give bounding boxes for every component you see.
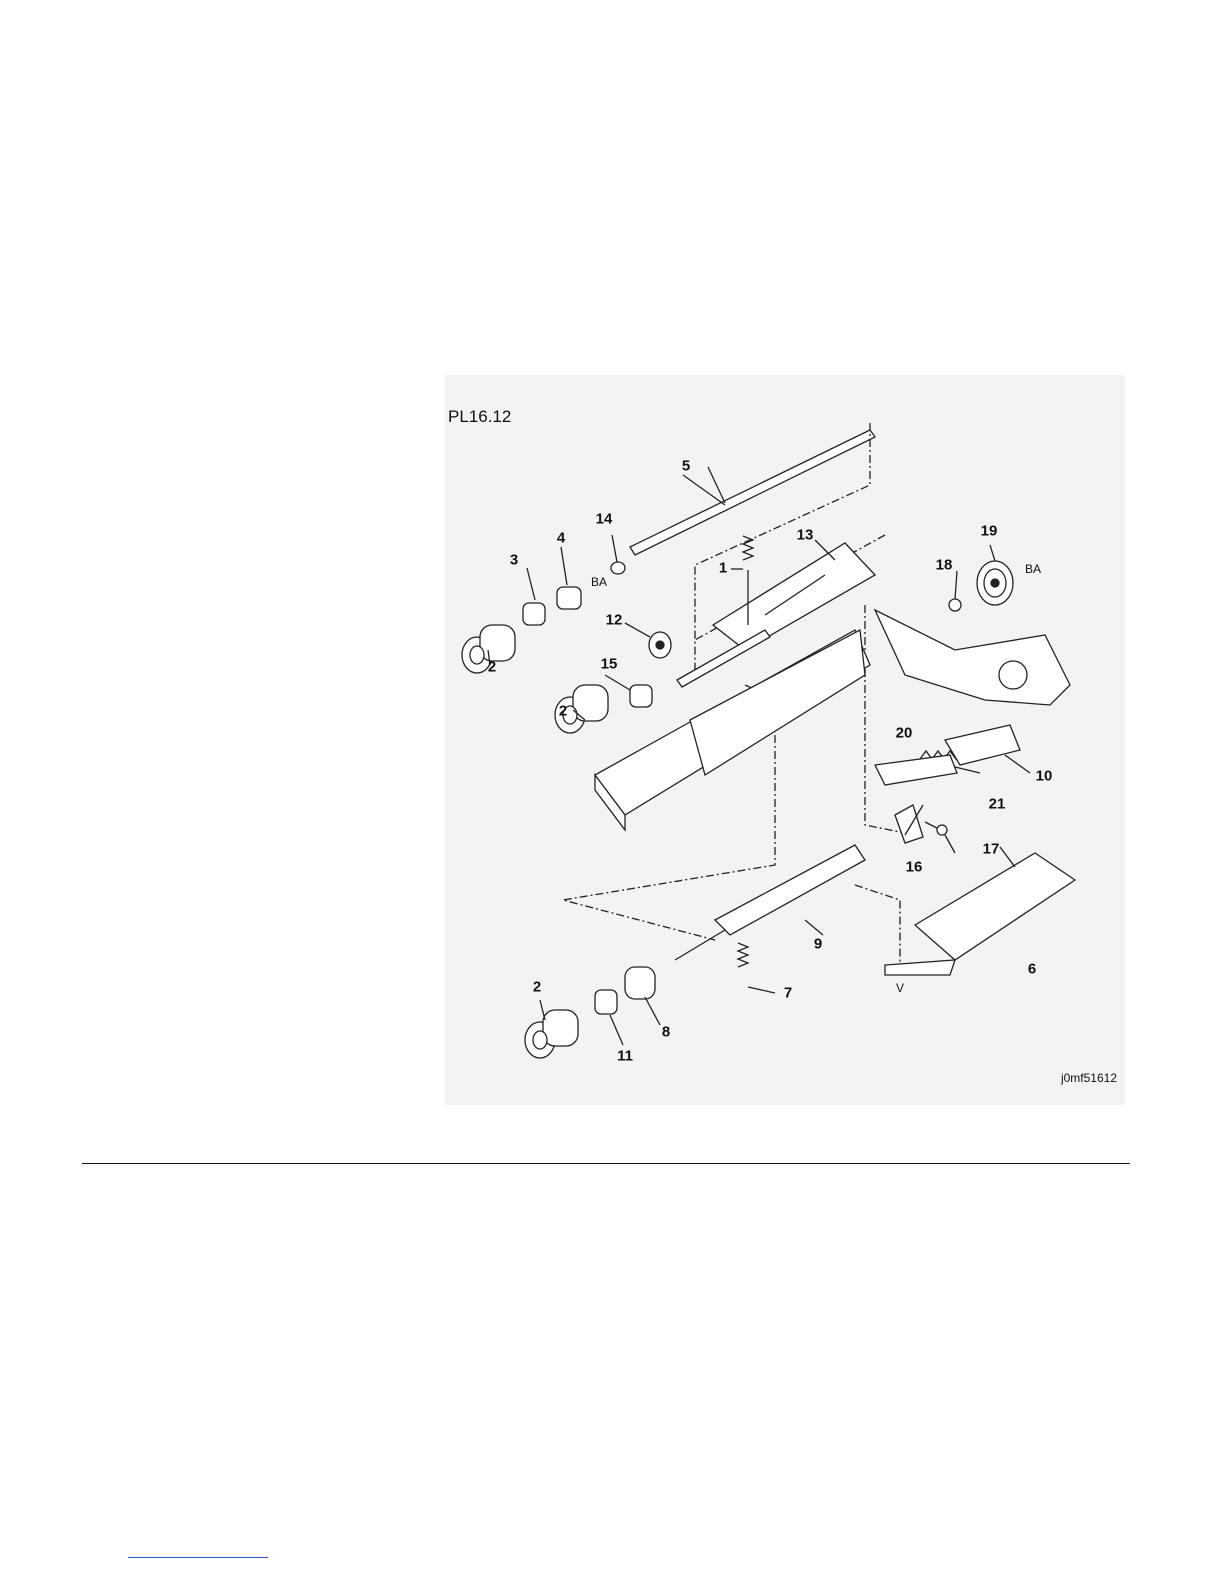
callout-21: 21	[989, 796, 1006, 813]
callout-15: 15	[601, 656, 618, 673]
callout-17: 17	[983, 841, 1000, 858]
callout-1: 1	[719, 560, 727, 577]
section-divider	[82, 1163, 1130, 1164]
plate-label: PL16.12	[448, 407, 511, 427]
screw-part-17	[925, 822, 947, 835]
callout-2-bottom: 2	[533, 979, 541, 996]
callout-4: 4	[557, 530, 565, 547]
footnote-link-underline[interactable]	[128, 1557, 268, 1558]
callout-19: 19	[981, 523, 998, 540]
collar-part-14	[611, 562, 625, 574]
callout-20: 20	[896, 725, 913, 742]
exploded-parts-diagram: PL16.12 5 14 4 3 BA 13 1 18 19 BA 12 2 1…	[445, 375, 1125, 1105]
note-ba-left: BA	[591, 575, 607, 589]
callout-18: 18	[936, 557, 953, 574]
callout-3: 3	[510, 552, 518, 569]
callout-6: 6	[1028, 961, 1036, 978]
side-frame	[875, 610, 1070, 705]
gear-part-19	[977, 561, 1013, 605]
callout-10: 10	[1036, 768, 1053, 785]
shaft-part-5	[630, 430, 875, 555]
block-part-10	[945, 725, 1020, 765]
clutch-part-3	[523, 603, 545, 625]
assembly-part-9	[715, 845, 865, 935]
note-v: V	[896, 981, 904, 995]
spring-part-7	[738, 943, 748, 967]
callout-5: 5	[682, 458, 690, 475]
nut-part-18	[949, 599, 961, 611]
roller-shaft	[677, 630, 770, 687]
bushing-part-4	[557, 587, 581, 609]
callout-7: 7	[784, 985, 792, 1002]
callout-2-mid: 2	[559, 703, 567, 720]
cover-part-6	[915, 853, 1075, 960]
bearing-part-2-bottom	[525, 1010, 578, 1058]
callout-9: 9	[814, 936, 822, 953]
callout-13: 13	[797, 527, 814, 544]
gear-part-12	[649, 632, 671, 658]
callout-14: 14	[596, 511, 613, 528]
callout-11: 11	[617, 1048, 633, 1065]
callout-8: 8	[662, 1024, 670, 1041]
callout-16: 16	[906, 859, 923, 876]
note-ba-right: BA	[1025, 562, 1041, 576]
bushing-part-8	[625, 967, 655, 999]
callout-12: 12	[606, 612, 623, 629]
figure-id: j0mf51612	[1061, 1071, 1117, 1085]
lever-part-21	[875, 755, 957, 785]
clutch-part-15	[630, 685, 652, 707]
clutch-part-11	[595, 990, 617, 1014]
callout-2-top: 2	[488, 659, 496, 676]
bracket-part-16	[895, 805, 923, 843]
